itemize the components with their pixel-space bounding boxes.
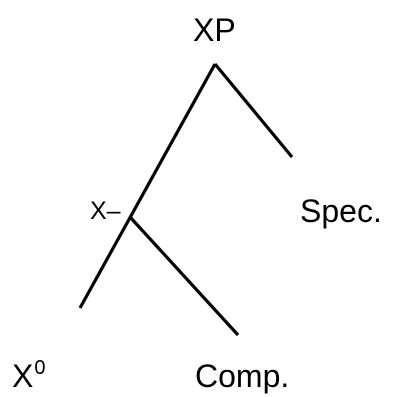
node-head-superscript: 0 <box>34 357 46 379</box>
node-x-bar: X– <box>90 197 121 225</box>
edge-xp-to-spec <box>213 62 294 159</box>
node-head: X0 <box>12 357 46 394</box>
node-specifier: Spec. <box>300 193 382 229</box>
edge-xbar-to-comp <box>128 215 240 337</box>
edge-xp-to-xbar <box>78 63 217 309</box>
node-head-base: X <box>12 358 34 394</box>
node-complement: Comp. <box>195 358 290 394</box>
node-xp: XP <box>193 12 236 48</box>
